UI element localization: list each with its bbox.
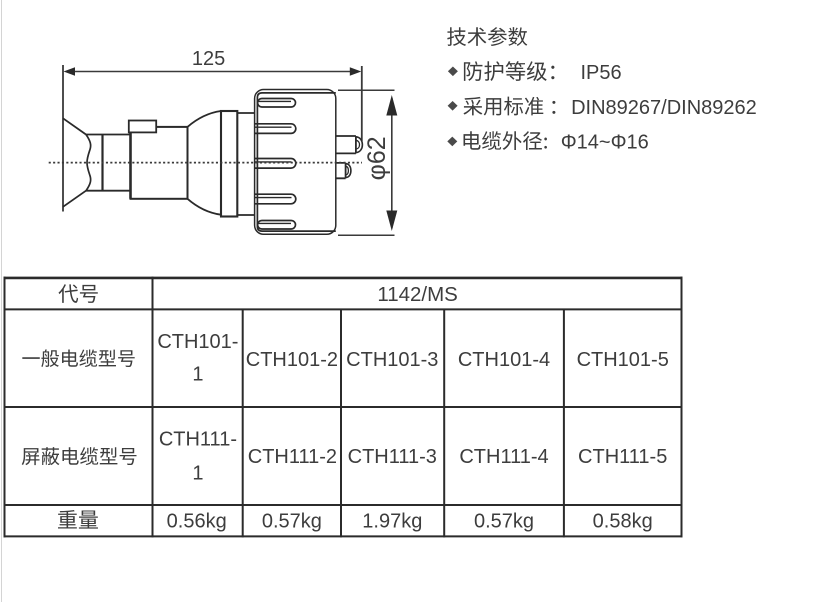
svg-text:0.58kg: 0.58kg [593,511,653,533]
svg-text:φ62: φ62 [363,136,391,180]
svg-text:CTH101-4: CTH101-4 [458,349,550,371]
svg-text:0.57kg: 0.57kg [474,511,534,533]
svg-text:125: 125 [192,48,225,70]
svg-text:Φ14~Φ16: Φ14~Φ16 [561,131,649,153]
svg-text:CTH111-: CTH111- [159,429,237,451]
svg-text:1: 1 [192,463,203,485]
svg-text:CTH101-5: CTH101-5 [577,349,669,371]
svg-text:DIN89267/DIN89262: DIN89267/DIN89262 [571,97,757,119]
svg-text:1.97kg: 1.97kg [362,511,422,533]
svg-text:IP56: IP56 [581,62,622,84]
svg-text:CTH111-2: CTH111-2 [248,446,337,468]
svg-text:CTH111-4: CTH111-4 [459,446,548,468]
svg-text:0.57kg: 0.57kg [262,511,322,533]
svg-text:0.56kg: 0.56kg [167,511,227,533]
svg-text:CTH111-3: CTH111-3 [348,446,437,468]
svg-text:CTH101-2: CTH101-2 [246,349,338,371]
svg-text:CTH101-3: CTH101-3 [346,349,438,371]
svg-text:1142/MS: 1142/MS [377,283,458,306]
svg-text:1: 1 [192,364,203,386]
svg-text:CTH111-5: CTH111-5 [578,446,667,468]
svg-text:CTH101-: CTH101- [157,331,238,353]
